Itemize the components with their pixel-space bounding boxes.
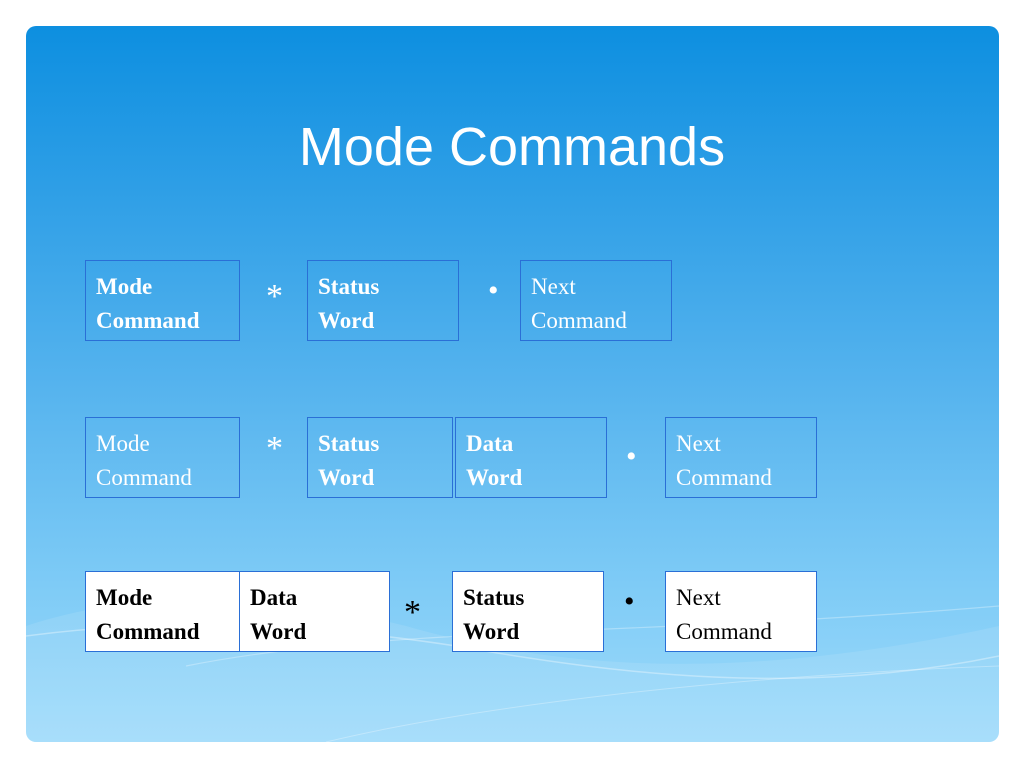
row1-asterisk: * <box>266 278 283 315</box>
row3-bullet: • <box>624 585 635 618</box>
row2-data-word-box: Data Word <box>455 417 607 498</box>
row1-bullet: • <box>488 274 499 307</box>
box-line-1: Next <box>676 585 721 610</box>
box-line-1: Mode <box>96 585 153 610</box>
row2-bullet: • <box>626 440 637 473</box>
box-line-1: Next <box>531 274 576 299</box>
box-line-1: Status <box>318 274 380 299</box>
box-line-2: Word <box>318 465 375 490</box>
row3-mode-command-box: Mode Command <box>85 571 240 652</box>
row2-status-word-box: Status Word <box>307 417 453 498</box>
box-line-2: Word <box>466 465 523 490</box>
box-line-1: Data <box>466 431 514 456</box>
box-line-1: Mode <box>96 274 153 299</box>
box-line-2: Command <box>96 465 192 490</box>
row2-mode-command-box: Mode Command <box>85 417 240 498</box>
box-line-2: Command <box>531 308 627 333</box>
row2-asterisk: * <box>266 430 283 467</box>
row3-status-word-box: Status Word <box>452 571 604 652</box>
row2-next-command-box: Next Command <box>665 417 817 498</box>
row1-mode-command-box: Mode Command <box>85 260 240 341</box>
box-line-2: Word <box>318 308 375 333</box>
row3-next-command-box: Next Command <box>665 571 817 652</box>
slide-title: Mode Commands <box>298 117 726 177</box>
box-line-1: Data <box>250 585 298 610</box>
box-line-1: Next <box>676 431 721 456</box>
row3-asterisk: * <box>404 594 421 631</box>
box-line-2: Command <box>676 619 772 644</box>
box-line-2: Command <box>676 465 772 490</box>
row1-status-word-box: Status Word <box>307 260 459 341</box>
box-line-2: Command <box>96 308 200 333</box>
box-line-2: Command <box>96 619 200 644</box>
box-line-1: Mode <box>96 431 150 456</box>
row3-data-word-box: Data Word <box>239 571 390 652</box>
box-line-2: Word <box>250 619 307 644</box>
row1-next-command-box: Next Command <box>520 260 672 341</box>
box-line-1: Status <box>463 585 525 610</box>
box-line-1: Status <box>318 431 380 456</box>
box-line-2: Word <box>463 619 520 644</box>
